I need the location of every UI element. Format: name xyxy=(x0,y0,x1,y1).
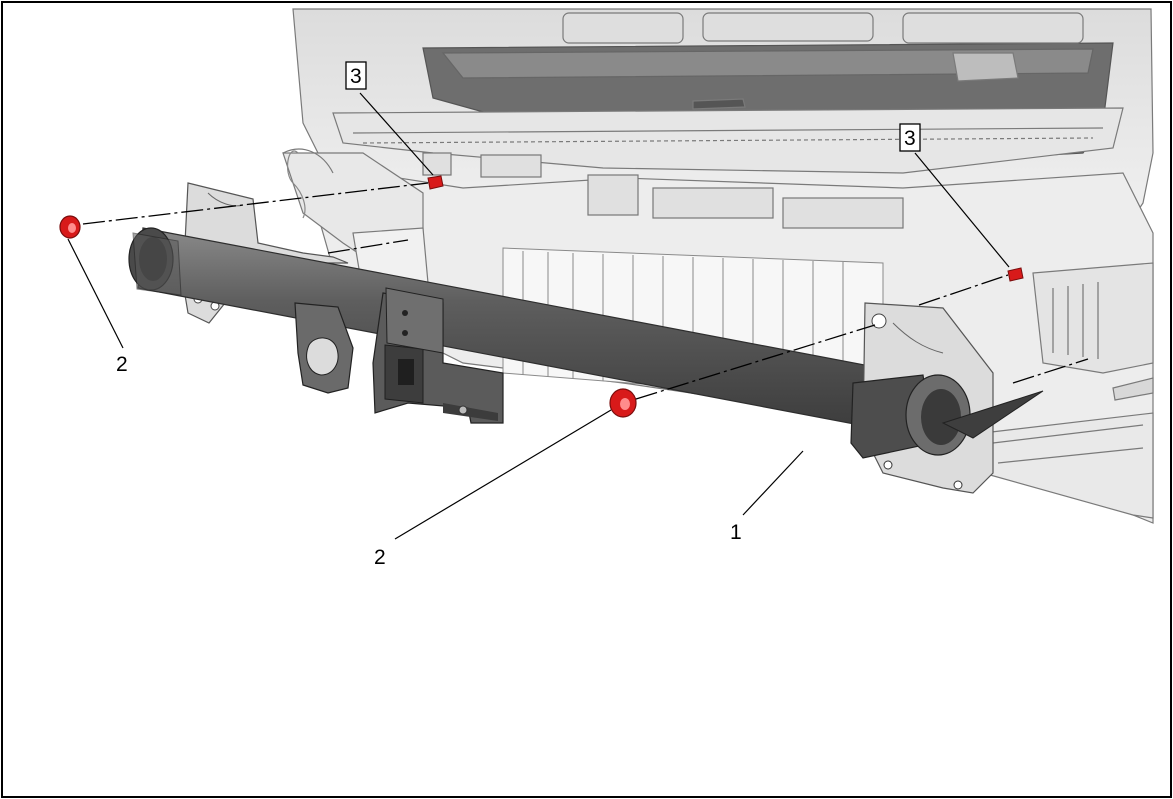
hitch-installation-diagram: 2 2 1 3 3 xyxy=(59,8,1154,569)
stud-left xyxy=(427,175,444,190)
nut-center xyxy=(609,388,637,418)
callout-label: 3 xyxy=(350,65,362,88)
leader-lines xyxy=(67,92,1010,540)
callout-label: 1 xyxy=(730,521,742,544)
stud-right xyxy=(1007,267,1024,282)
callout-3-left: 3 xyxy=(345,61,367,90)
callout-label: 3 xyxy=(904,127,916,150)
callout-1: 1 xyxy=(730,521,742,544)
callout-3-right: 3 xyxy=(899,123,921,152)
trailer-hitch-assembly xyxy=(128,182,1044,494)
vehicle-rear-body xyxy=(282,8,1154,524)
callout-2-left: 2 xyxy=(116,353,128,376)
callout-label: 2 xyxy=(374,546,386,569)
alignment-lines xyxy=(82,182,1089,400)
callout-2-center: 2 xyxy=(374,546,386,569)
callout-label: 2 xyxy=(116,353,128,376)
nut-left xyxy=(59,215,81,239)
